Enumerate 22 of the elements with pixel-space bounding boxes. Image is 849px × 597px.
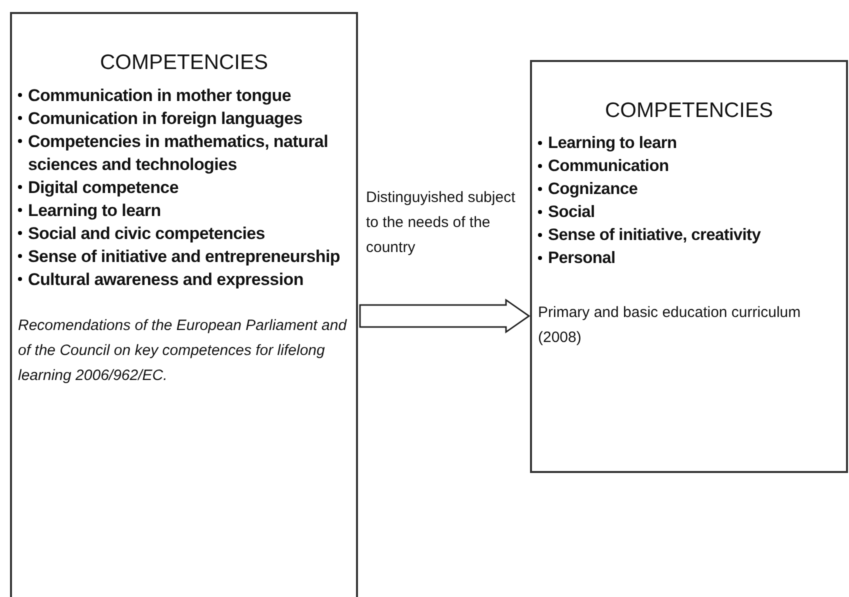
- list-item: Comunication in foreign languages: [28, 108, 302, 130]
- list-item: Digital competence: [28, 177, 178, 200]
- list-item: Learning to learn: [28, 200, 161, 222]
- content-box: [530, 60, 848, 473]
- content-box: [10, 12, 358, 597]
- list-item: Sense of initiative, creativity: [548, 225, 761, 246]
- source-note: Recomendations of the European Parliament and of the Council on key competences for lifelong learning 2006/962/EC.: [18, 316, 348, 386]
- source-note: Primary and basic education curriculum (2008): [538, 303, 802, 348]
- block-arrow: [359, 298, 530, 334]
- list-item: Personal: [548, 248, 616, 270]
- list-item: Learning to learn: [548, 133, 677, 154]
- list-item: Communication: [548, 156, 669, 178]
- list-item: Communication in mother tongue: [28, 85, 291, 108]
- list-item: Cognizance: [548, 179, 638, 200]
- list-item: Sense of initiative and entrepreneurship: [28, 246, 340, 268]
- box-heading: COMPETENCIES: [604, 98, 774, 124]
- list-item: Social and civic competencies: [28, 223, 265, 246]
- list-item: Competencies in mathematics, natural sciences and technologies: [28, 131, 330, 176]
- list-item: Social: [548, 202, 595, 224]
- list-item: Cultural awareness and expression: [28, 269, 304, 292]
- edge-label: Distinguyished subject to the needs of the country: [366, 188, 516, 258]
- box-heading: COMPETENCIES: [100, 50, 268, 76]
